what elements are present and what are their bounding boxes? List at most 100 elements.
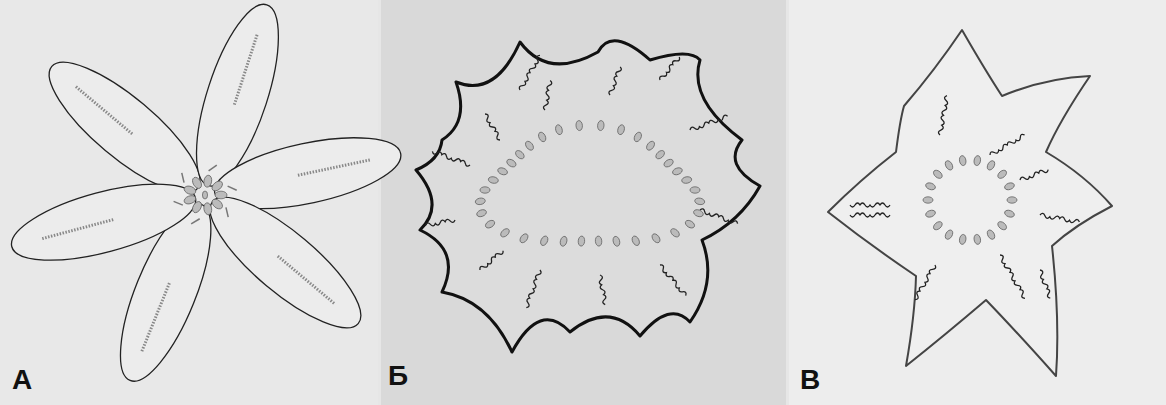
panel-letter: А: [12, 366, 32, 394]
teardrop: [480, 187, 490, 193]
petal-stripe: [41, 220, 113, 239]
petal-outline: [4, 169, 203, 276]
teardrop: [663, 158, 675, 169]
teardrop: [612, 236, 621, 247]
teardrop: [986, 229, 997, 241]
wavy-line: [658, 264, 687, 297]
petal-stripe: [75, 86, 132, 134]
teardrop: [973, 155, 981, 166]
teardrop: [215, 191, 227, 199]
teardrop: [595, 236, 602, 247]
tick-mark: [228, 184, 237, 192]
wavy-line: [998, 254, 1026, 299]
body-outline: [828, 30, 1112, 376]
teardrop: [645, 140, 656, 152]
teardrop: [693, 208, 705, 218]
teardrop: [203, 175, 213, 188]
wavy-line: [524, 269, 541, 308]
tick-mark: [209, 163, 217, 172]
flower-petals: [4, 0, 407, 392]
teardrop: [973, 234, 981, 245]
wavy-lines: [425, 54, 1080, 308]
teardrop: [694, 197, 705, 205]
panel-letter: В: [800, 366, 820, 394]
teardrop: [183, 194, 197, 205]
wavy-line: [518, 54, 541, 91]
teardrop: [518, 232, 529, 244]
wavy-line: [989, 133, 1026, 156]
wavy-line: [543, 80, 552, 110]
wavy-line: [1040, 213, 1080, 224]
petal: [4, 169, 203, 276]
teardrop: [578, 236, 585, 247]
teardrop: [476, 208, 488, 218]
teardrop: [1004, 182, 1016, 191]
wavy-line: [1038, 269, 1052, 299]
teardrop: [203, 202, 213, 215]
teardrop: [925, 209, 937, 218]
teardrop: [996, 220, 1008, 231]
teardrop: [923, 197, 933, 203]
teardrop: [210, 197, 224, 211]
wavy-line: [479, 249, 505, 271]
petal-stripe: [234, 33, 257, 104]
teardrop: [944, 229, 955, 241]
wavy-line: [938, 95, 949, 135]
wavy-line: [598, 275, 607, 305]
body-outline: [416, 41, 760, 352]
tick-mark: [178, 173, 188, 183]
panel-ground: [789, 0, 1166, 405]
wavy-line: [432, 149, 471, 166]
teardrop: [650, 232, 661, 244]
teardrop: [475, 197, 486, 205]
teardrop: [690, 187, 700, 193]
wavy-line: [850, 213, 890, 217]
teardrop: [524, 140, 535, 152]
teardrop: [959, 234, 967, 245]
petal-outline: [193, 178, 377, 346]
teardrop: [554, 124, 563, 135]
petal-stripe: [298, 160, 371, 176]
teardrop: [559, 236, 568, 247]
teardrop-ring: [183, 120, 1017, 247]
teardrop: [925, 182, 937, 191]
teardrop: [1007, 197, 1017, 203]
petal-stripe: [278, 256, 335, 304]
teardrop: [631, 235, 641, 247]
wavy-line: [850, 203, 890, 207]
tick-mark: [222, 207, 232, 217]
teardrop: [488, 176, 499, 184]
wavy-line: [658, 56, 680, 82]
teardrop: [539, 235, 549, 247]
teardrop: [932, 220, 944, 231]
teardrop: [597, 120, 604, 131]
teardrop: [576, 120, 583, 131]
teardrop: [996, 169, 1008, 180]
wavy-line: [913, 264, 936, 301]
teardrop: [932, 169, 944, 180]
wavy-line: [425, 218, 455, 227]
teardrop: [654, 149, 666, 160]
teardrop: [497, 167, 509, 177]
panel-letter: Б: [388, 362, 408, 390]
teardrop: [944, 159, 955, 171]
teardrop: [191, 176, 204, 190]
petal-stripe: [141, 283, 169, 353]
teardrop: [617, 124, 626, 135]
wavy-line: [483, 113, 501, 141]
teardrop: [684, 219, 696, 230]
wavy-line: [608, 66, 622, 96]
teardrop: [499, 227, 511, 238]
wavy-line: [689, 114, 728, 131]
teardrop: [514, 149, 526, 160]
tick-mark: [174, 199, 183, 207]
tick-mark: [191, 217, 200, 227]
teardrop: [681, 176, 692, 184]
teardrop: [672, 167, 684, 177]
teardrop: [669, 227, 681, 238]
teardrop: [484, 219, 496, 230]
teardrop: [505, 158, 517, 169]
teardrop: [959, 155, 967, 166]
